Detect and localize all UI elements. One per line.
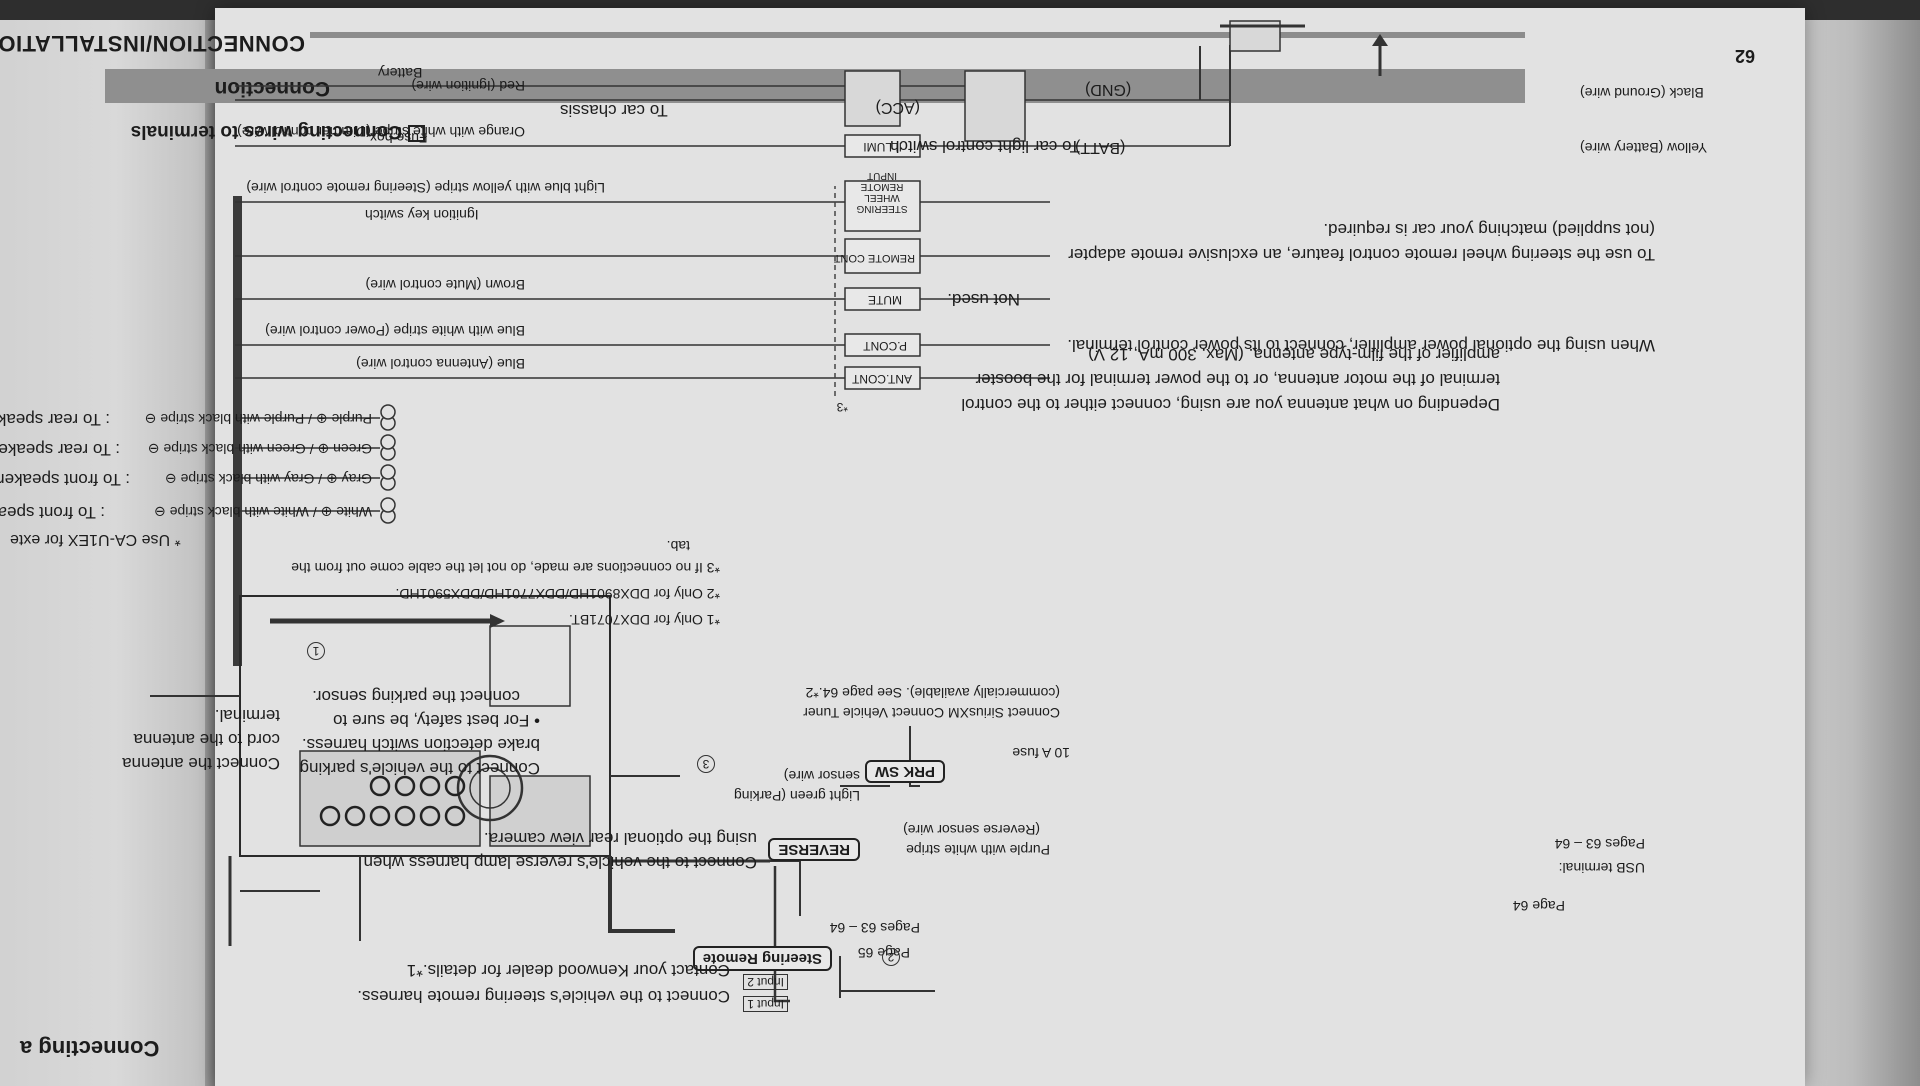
usb-pages-label: Pages 63 – 64: [1554, 836, 1645, 852]
reverse-wire-label-2: (Reverse sensor wire): [903, 822, 1040, 838]
prksw-wire-label-2: sensor wire): [783, 768, 860, 784]
parking-desc-4: connect the parking sensor.: [312, 687, 520, 706]
fuse-box-icon: [964, 70, 1026, 142]
fan-icon: [456, 754, 524, 822]
remote-cont-desc-2: (not supplied) matching your car is requ…: [1323, 220, 1655, 239]
batt-tag-text: (BATT): [1075, 139, 1126, 156]
footnote-2: *2 Only for DDX8901HD/DDX7701HD/DDX5901H…: [395, 586, 720, 602]
parking-desc-3: • For best safety, be sure to: [333, 711, 540, 730]
usb-terminal-label: USB terminal:: [1558, 860, 1645, 876]
speaker-dest-front-left: : To front speaker (left): [0, 503, 105, 522]
battery-text: Battery: [378, 65, 423, 81]
batt-tag-upright: (BATT): [1075, 138, 1125, 156]
speaker-wire-rear-left: Green ⊕ / Green with black stripe ⊖: [147, 441, 372, 457]
p-cont-desc: When using the optional power amplifier,…: [1067, 336, 1655, 355]
antenna-desc-1: Connect the antenna: [122, 754, 280, 773]
callout-3: 3: [697, 755, 715, 773]
left-page-note-text: * Use CA-U1EX for exte: [10, 531, 181, 548]
siriusxm-desc-2: (commercially available). See page 64.*2: [805, 685, 1060, 701]
reverse-wire-label: Purple with white stripe: [906, 842, 1050, 858]
ignition-label-text: Ignition key switch: [365, 207, 479, 223]
speaker-wire-rear-right: Purple ⊕ / Purple with black stripe ⊖: [144, 411, 372, 427]
av-terminal-panel: [299, 750, 481, 847]
rca-jacks: [319, 775, 466, 827]
pages6364-label: Pages 63 – 64: [829, 920, 920, 936]
kenwood-dealer-text: Contact your Kenwood dealer for details.…: [406, 961, 730, 980]
yellow-wire-text: Yellow (Battery wire): [1580, 140, 1708, 156]
prksw-wire-label: Light green (Parking: [733, 788, 860, 804]
input1-label: Input 1: [743, 996, 788, 1012]
gnd-tag-upright: (GND): [1085, 80, 1131, 98]
star3-label: *3: [836, 400, 848, 414]
remote-cont-tag: REMOTE CONT: [833, 252, 915, 264]
callout-1: 1: [307, 642, 325, 660]
p-cont-tag: P.CONT: [863, 339, 907, 353]
reverse-label: REVERSE: [768, 838, 860, 861]
steering-wheel-wire: Light blue with yellow stripe (Steering …: [246, 180, 605, 196]
parking-desc-2: brake detection switch harness.: [301, 735, 540, 754]
input2-label: Input 2: [743, 974, 788, 990]
ignition-wire: Red (Ignition wire): [411, 78, 525, 94]
footnote-3b: tab.: [666, 538, 690, 554]
mute-desc: Not used.: [947, 290, 1020, 309]
left-page-title-text: Connecting a: [20, 1036, 160, 1061]
antenna-usb-panel: [489, 775, 591, 847]
speaker-wire-front-right: Gray ⊕ / Gray with black stripe ⊖: [164, 471, 372, 487]
steering-wheel-tag: STEERING WHEEL REMOTE INPUT: [856, 170, 908, 214]
chassis-label: To car chassis: [560, 100, 668, 120]
antenna-desc-3: terminal.: [214, 706, 280, 725]
remote-cont-desc-1: To use the steering wheel remote control…: [1068, 245, 1655, 264]
ant-cont-desc-1: Depending on what antenna you are using,…: [961, 395, 1500, 414]
left-page-note: * Use CA-U1EX for exte: [10, 530, 181, 548]
p-cont-wire: Blue with white stripe (Power control wi…: [265, 323, 525, 339]
speaker-terminals: [380, 404, 396, 524]
speaker-dest-rear-right: : To rear speaker (right): [0, 410, 110, 429]
reverse-desc-1: Connect to the vehicle's reverse lamp ha…: [363, 853, 757, 872]
page-number-upright: 62: [1735, 45, 1755, 66]
parking-desc-1: Connect to the vehicle's parking: [299, 759, 540, 778]
speaker-wire-front-left: White ⊕ / White with black stripe ⊖: [154, 504, 372, 520]
footnote-3: *3 If no connections are made, do not le…: [291, 560, 720, 576]
black-wire-label: Black (Ground wire): [1580, 85, 1704, 101]
page64-label: Page 64: [1512, 898, 1565, 914]
page-number-text: 62: [1735, 46, 1756, 66]
ant-cont-tag: ANT.CONT: [852, 372, 912, 386]
prksw-label: PRK SW: [865, 760, 945, 783]
wire-tag-boxes: [844, 134, 921, 390]
left-page-title: Connecting a: [20, 1035, 159, 1061]
mute-wire: Brown (Mute control wire): [365, 277, 526, 293]
fuse-block: [489, 625, 571, 707]
main-harness: [233, 196, 242, 666]
acc-tag: (ACC): [875, 99, 920, 116]
antenna-desc-2: cord to the antenna: [133, 730, 280, 749]
steering-remote-desc: Connect to the vehicle's steering remote…: [357, 987, 730, 1006]
ignition-switch-icon: [844, 70, 901, 127]
ant-cont-desc-2: terminal of the motor antenna, or to the…: [975, 370, 1500, 389]
illumi-desc: To car light control switch: [890, 137, 1080, 156]
speaker-dest-rear-left: : To rear speaker (left): [0, 440, 120, 459]
left-page: [0, 0, 220, 1086]
ant-cont-wire: Blue (Antenna control wire): [356, 356, 525, 372]
chassis-text: To car chassis: [560, 101, 668, 120]
yellow-wire-label: Yellow (Battery wire): [1580, 140, 1707, 156]
reverse-desc-2: using the optional rear view camera.: [483, 829, 757, 848]
black-wire-text: Black (Ground wire): [1580, 85, 1704, 101]
battery-label: Battery: [378, 65, 422, 81]
fuse-box-text: Fuse box: [370, 130, 428, 146]
ignition-label-upright: Ignition key switch: [365, 207, 479, 223]
footnote-1: *1 Only for DDX7071BT.: [569, 612, 720, 628]
mute-tag: MUTE: [868, 293, 902, 307]
head-unit-rear: [239, 595, 611, 857]
fuse10-label: 10 A fuse: [1012, 745, 1070, 761]
siriusxm-desc-1: Connect SiriusXM Connect Vehicle Tuner: [803, 705, 1060, 721]
fuse-box-label: Fuse box: [370, 130, 428, 146]
speaker-dest-front-right: : To front speaker (right): [0, 470, 130, 489]
callout-2: 2: [882, 948, 900, 966]
manual-page: [215, 8, 1805, 1086]
gnd-tag-text: (GND): [1085, 81, 1132, 98]
